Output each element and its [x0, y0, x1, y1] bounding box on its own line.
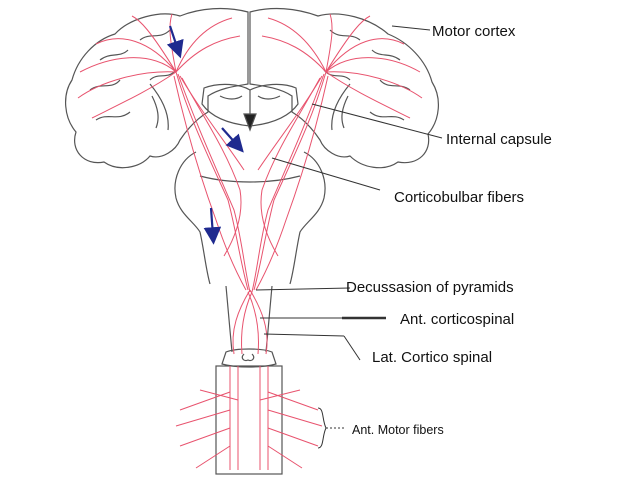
leader-lines: [255, 25, 443, 449]
label-ant-motor-fibers: Ant. Motor fibers: [352, 423, 444, 437]
right-hemisphere: [249, 7, 439, 169]
spinal-cord: [215, 365, 283, 475]
label-motor-cortex: Motor cortex: [432, 23, 516, 40]
label-ant-corticospinal: Ant. corticospinal: [400, 311, 514, 328]
labels: Motor cortex Internal capsule Corticobul…: [346, 23, 552, 437]
label-lat-corticospinal: Lat. Cortico spinal: [372, 349, 492, 366]
flow-arrows: [166, 25, 244, 245]
label-internal-capsule: Internal capsule: [446, 131, 552, 148]
corticospinal-tracts: [77, 13, 423, 470]
left-hemisphere: [65, 7, 249, 169]
arrow-down-icon: [166, 25, 184, 59]
label-corticobulbar: Corticobulbar fibers: [394, 189, 524, 206]
thalamus: [201, 83, 299, 127]
label-decussation: Decussasion of pyramids: [346, 279, 514, 296]
spinal-cord-section: [221, 348, 277, 368]
arrow-down-icon: [221, 127, 244, 153]
brainstem: [174, 151, 326, 285]
brain-outline: [65, 7, 439, 475]
arrow-down-icon: [203, 207, 222, 245]
